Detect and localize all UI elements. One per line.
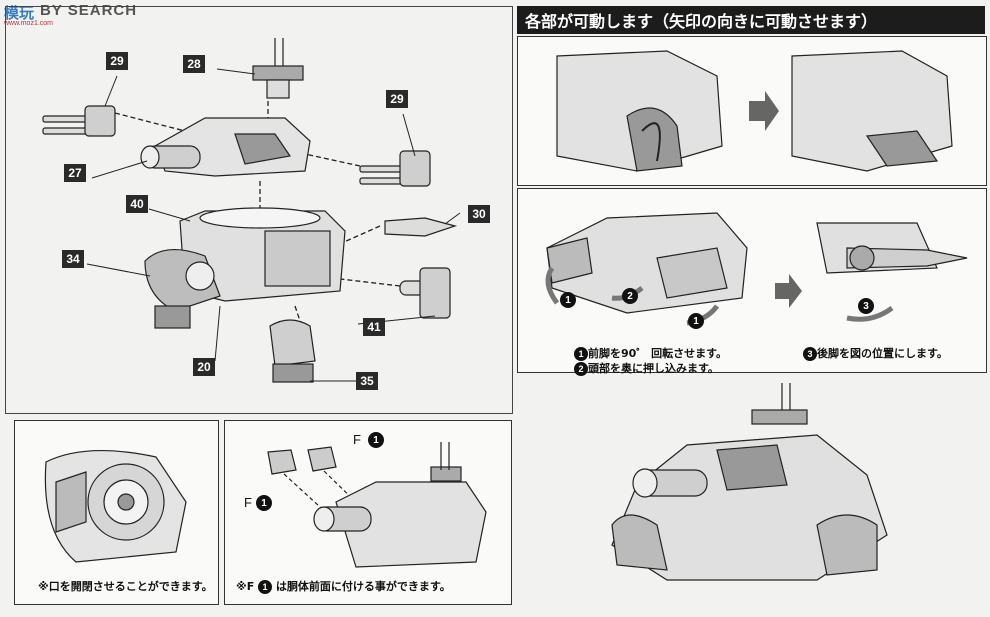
antenna-part [252,38,304,99]
f-label-left: F [244,495,252,510]
front-leg-text: 前脚を90゜ 回転させます。 [588,347,728,360]
part-label-29-left: 29 [106,52,128,70]
part-label-29-right: 29 [386,90,408,108]
mouth-caption: ※口を開閉させることができます。 [38,580,213,593]
final-model-diagram [611,383,888,581]
head-text: 頭部を奥に押し込みます。 [588,362,719,375]
f-number-left: 1 [256,495,272,511]
part-label-20: 20 [193,358,215,376]
f-part-diagram [267,442,487,568]
step-three-marker: 3 [858,298,874,314]
page-title: 各部が可動します（矢印の向きに可動させます） [517,6,985,34]
f-number-inline: 1 [258,580,273,594]
gun-part-left [42,105,116,137]
rear-leg-text: 後脚を図の位置にします。 [817,347,948,360]
assembly-diagram [42,38,461,383]
watermark-brand: 模玩 [4,5,35,22]
turret-part [140,117,311,177]
caption-number-three: 3 [803,347,817,361]
part-label-34: 34 [62,250,84,268]
watermark-url: www.moz1.com [4,20,54,27]
mouth-diagram [44,449,187,563]
part-label-27: 27 [64,164,86,182]
part-35 [269,319,316,383]
arrow-right-icon-2 [775,274,802,308]
step-one-marker-b: 1 [688,313,704,329]
part-label-40: 40 [126,195,148,213]
caption-number-one: 1 [574,347,588,361]
part-label-28: 28 [183,55,205,73]
f-number-top: 1 [368,432,384,448]
gun-part-right [359,150,431,187]
step-two-marker: 2 [622,288,638,304]
assembly-panel [5,6,513,414]
leg-rotation-diagram [545,212,968,326]
arrow-right-icon [749,91,779,131]
part-41 [399,267,451,319]
f-label-top: F [353,432,361,447]
part-label-30: 30 [468,205,490,223]
part-label-35: 35 [356,372,378,390]
body-part [144,207,346,329]
caption-number-two: 2 [574,362,588,376]
f-part-text: は胴体前面に付ける事ができます。 [275,580,451,593]
f-part-caption: ※F 1 は胴体前面に付ける事ができます。 [236,578,451,594]
part-30 [384,217,458,237]
f-prefix: ※F [236,580,255,593]
movable-diagram [556,50,953,172]
part-label-41: 41 [363,318,385,336]
step-one-marker: 1 [560,292,576,308]
